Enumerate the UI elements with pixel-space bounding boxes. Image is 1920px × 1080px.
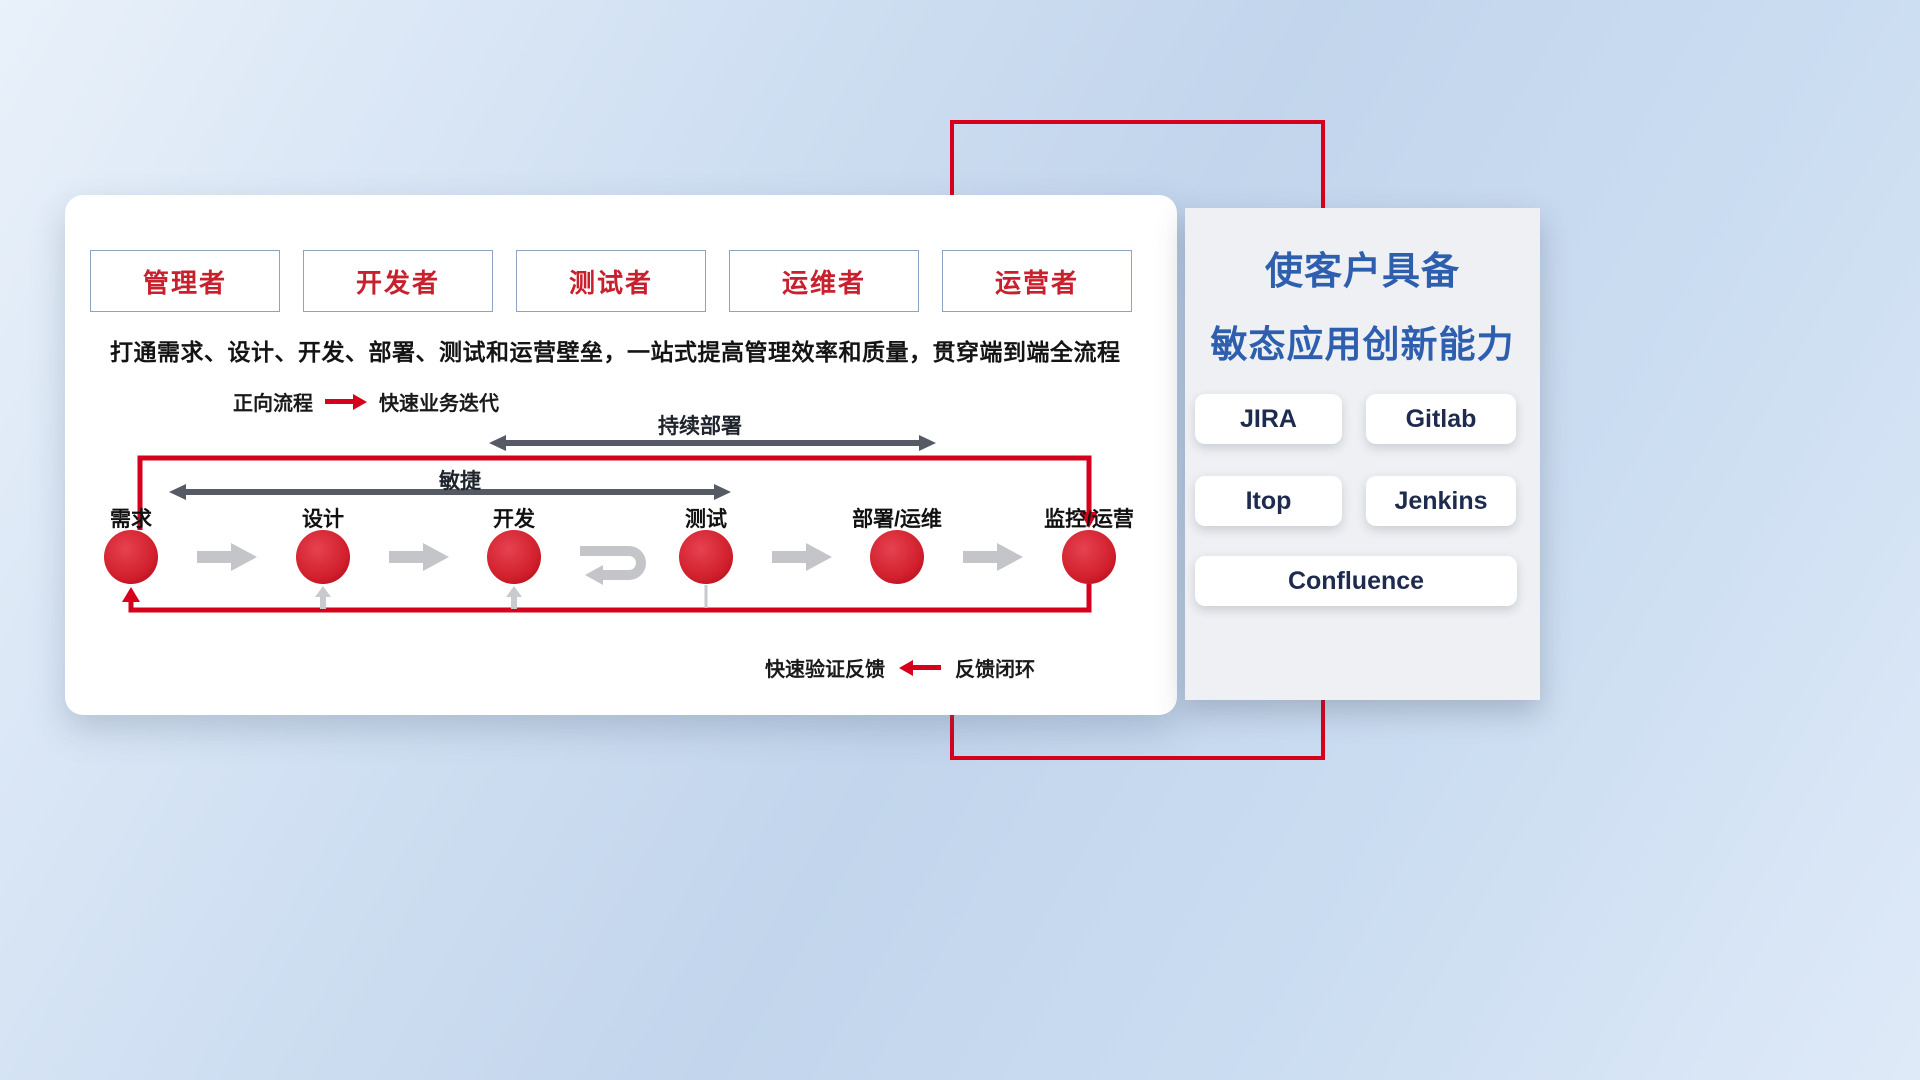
agile-label: 敏捷 [439, 470, 481, 493]
tool-chip-jira: JIRA [1195, 394, 1342, 444]
continuous-deploy-label: 持续部署 [658, 415, 742, 438]
feedback-loop-legend: 快速验证反馈 反馈闭环 [765, 653, 1035, 682]
feedback-legend-label: 快速验证反馈 [765, 659, 885, 681]
tool-chip-itop: Itop [1195, 476, 1342, 526]
forward-legend-desc: 快速业务迭代 [379, 393, 499, 415]
role-label: 运维者 [781, 267, 866, 298]
tool-chip-confluence: Confluence [1195, 556, 1517, 606]
node-label-test: 测试 [685, 508, 727, 531]
node-label-develop: 开发 [493, 508, 535, 531]
capability-title-line2: 敏态应用创新能力 [1210, 324, 1515, 365]
forward-flow-legend: 正向流程 快速业务迭代 [233, 387, 499, 416]
role-box-manager: 管理者 [90, 250, 280, 312]
red-left-arrow-icon [899, 659, 941, 676]
capability-panel: 使客户具备 敏态应用创新能力 JIRA Gitlab Itop Jenkins … [1185, 208, 1540, 700]
forward-legend-label: 正向流程 [233, 393, 313, 415]
role-box-ops: 运维者 [729, 250, 919, 312]
panel-description: 打通需求、设计、开发、部署、测试和运营壁垒，一站式提高管理效率和质量，贯穿端到端… [110, 339, 1121, 365]
role-label: 运营者 [994, 267, 1079, 298]
role-box-developer: 开发者 [303, 250, 493, 312]
role-box-tester: 测试者 [516, 250, 706, 312]
flow-arrows-graphic [104, 435, 1116, 613]
node-label-design: 设计 [302, 508, 344, 531]
pipeline-flow-diagram: 持续部署 敏捷 需求 设计 开发 测试 部署/运维 监控/运营 [65, 410, 1177, 630]
feedback-legend-desc: 反馈闭环 [955, 659, 1035, 681]
role-label: 管理者 [142, 267, 227, 298]
roles-row: 管理者 开发者 测试者 运维者 运营者 [90, 250, 1132, 312]
capability-title-line1: 使客户具备 [1264, 251, 1460, 293]
role-label: 测试者 [568, 267, 653, 298]
role-label: 开发者 [355, 267, 440, 298]
node-label-deploy-ops: 部署/运维 [852, 508, 942, 531]
tool-chip-gitlab: Gitlab [1366, 394, 1516, 444]
node-label-requirements: 需求 [110, 508, 152, 531]
red-right-arrow-icon [325, 393, 367, 410]
role-box-operator: 运营者 [942, 250, 1132, 312]
tool-chip-jenkins: Jenkins [1366, 476, 1516, 526]
devops-flow-panel: 管理者 开发者 测试者 运维者 运营者 打通需求、设计、开发、部署、测试和运营壁… [65, 195, 1177, 715]
node-label-monitor-ops: 监控/运营 [1044, 508, 1134, 531]
